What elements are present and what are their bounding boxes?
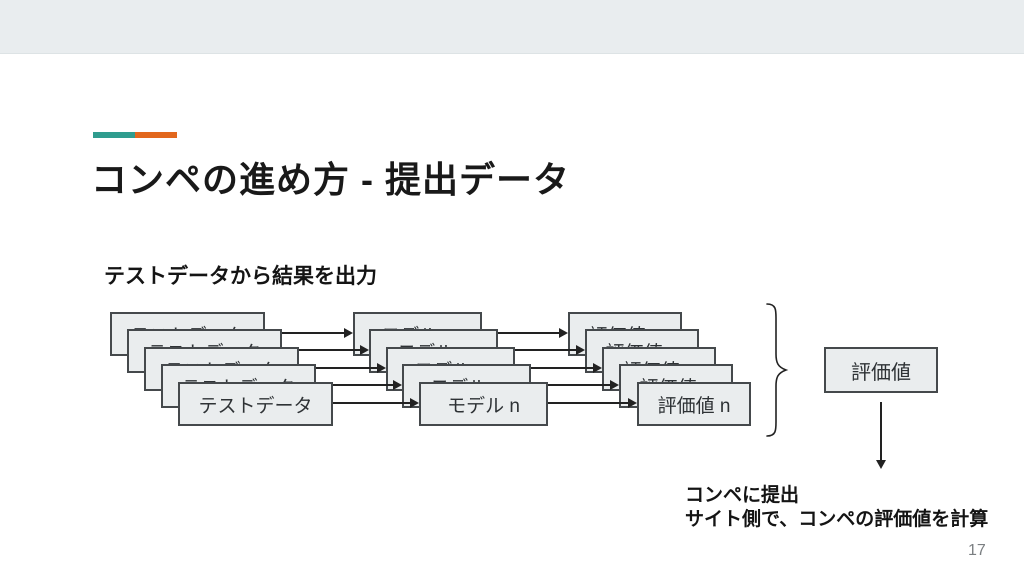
down-arrow-line — [880, 402, 882, 460]
accent-teal-segment — [93, 132, 135, 138]
slide-title: コンペの進め方 - 提出データ — [91, 159, 570, 200]
group-brace-icon — [766, 303, 789, 437]
slide-subtitle: テストデータから結果を出力 — [104, 265, 377, 288]
flow-arrow-model-score-4 — [531, 380, 619, 390]
flow-arrow-data-model-5 — [333, 398, 419, 408]
caption: コンペに提出 サイト側で、コンペの評価値を計算 — [685, 484, 988, 532]
flow-arrow-data-model-3 — [299, 363, 386, 373]
accent-bar — [93, 132, 177, 138]
score-box-front: 評価値 n — [637, 382, 751, 426]
flow-arrow-data-model-2 — [282, 345, 369, 355]
page-number: 17 — [968, 542, 986, 559]
flow-arrow-model-score-3 — [515, 363, 602, 373]
top-bar — [0, 0, 1024, 54]
caption-line-2: サイト側で、コンペの評価値を計算 — [685, 509, 989, 530]
test-data-box-front: テストデータ — [178, 382, 333, 426]
flow-arrow-model-score-2 — [498, 345, 585, 355]
flow-arrow-data-model-4 — [316, 380, 402, 390]
flow-arrow-model-score-5 — [548, 398, 637, 408]
caption-line-1: コンペに提出 — [685, 485, 800, 506]
result-score-box: 評価値 — [824, 347, 938, 393]
flow-arrow-data-model-1 — [265, 328, 353, 338]
accent-orange-segment — [135, 132, 177, 138]
down-arrow-icon — [876, 460, 886, 469]
flow-arrow-model-score-1 — [482, 328, 568, 338]
model-box-front: モデル n — [419, 382, 548, 426]
